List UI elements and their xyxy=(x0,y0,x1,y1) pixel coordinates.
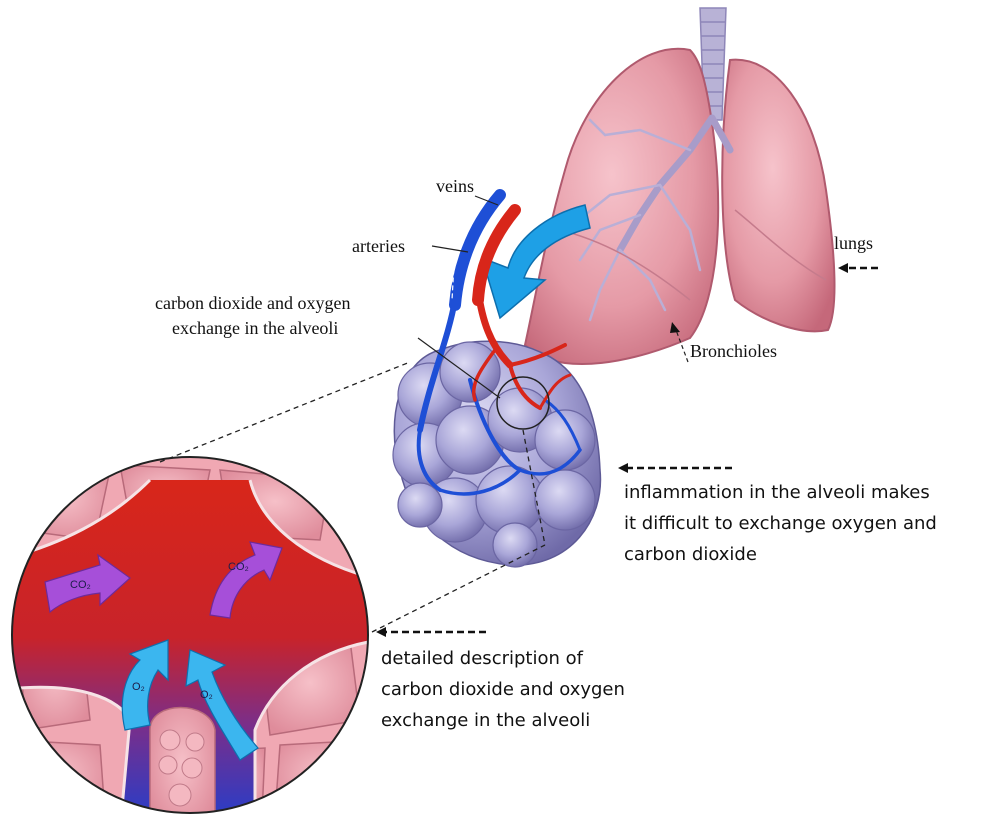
co2-label-right: CO₂ xyxy=(228,561,249,573)
label-exchange-top-2: exchange in the alveoli xyxy=(172,318,338,338)
label-detail-3: exchange in the alveoli xyxy=(381,710,590,731)
label-lungs: lungs xyxy=(834,233,873,253)
lung-right-lobe xyxy=(722,60,834,332)
o2-label-left: O₂ xyxy=(132,681,145,693)
label-inflammation-3: carbon dioxide xyxy=(624,544,757,565)
label-arteries: arteries xyxy=(352,236,405,256)
label-inflammation-1: inflammation in the alveoli makes xyxy=(624,482,930,503)
label-bronchioles: Bronchioles xyxy=(690,341,777,361)
lungs-illustration xyxy=(525,8,835,364)
detail-magnification: CO₂ CO₂ O₂ O₂ xyxy=(0,450,380,827)
lung-left-lobe xyxy=(525,49,718,364)
label-inflammation-2: it difficult to exchange oxygen and xyxy=(624,513,937,534)
o2-label-right: O₂ xyxy=(200,689,213,701)
label-exchange-top-1: carbon dioxide and oxygen xyxy=(155,293,350,313)
label-veins: veins xyxy=(436,176,474,196)
label-detail-1: detailed description of xyxy=(381,648,584,669)
co2-label-left: CO₂ xyxy=(70,579,91,591)
label-detail-2: carbon dioxide and oxygen xyxy=(381,679,625,700)
